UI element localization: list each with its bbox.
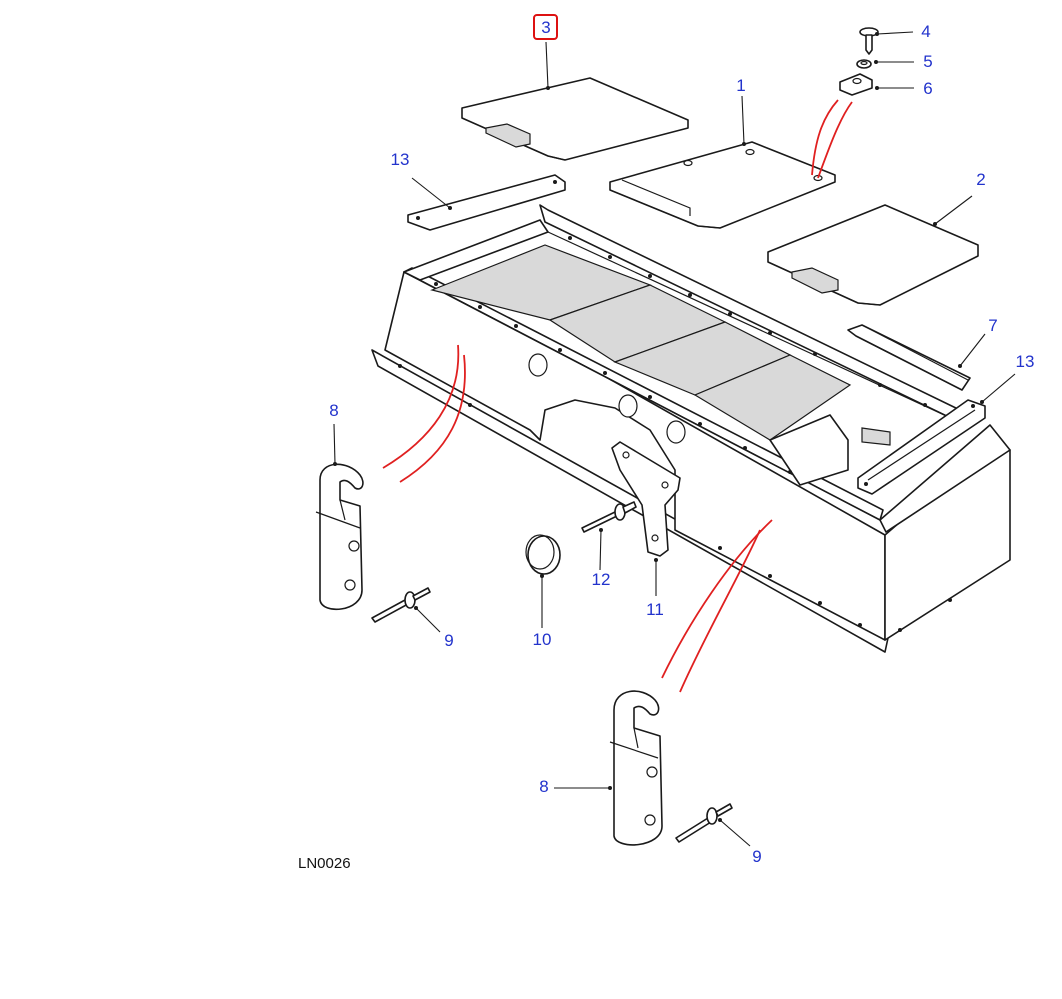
callout-8-bottom[interactable]: 8 (539, 777, 548, 796)
blanking-plug-10 (525, 534, 561, 575)
channel-7 (847, 324, 971, 391)
bolt-12 (581, 501, 637, 533)
rim-rivets (398, 236, 952, 632)
callout-2[interactable]: 2 (976, 170, 985, 189)
callout-9-left[interactable]: 9 (444, 631, 453, 650)
bracket-11 (611, 441, 681, 557)
lid-panel-2 (767, 204, 979, 306)
fixing-screw-4 (859, 27, 879, 55)
strap-13-right (857, 399, 986, 495)
callout-12[interactable]: 12 (592, 570, 611, 589)
callout-4[interactable]: 4 (921, 22, 930, 41)
lid-panel-1 (609, 141, 836, 229)
callout-10[interactable]: 10 (533, 630, 552, 649)
strap-13-top (407, 174, 566, 231)
callout-9-bottom[interactable]: 9 (752, 847, 761, 866)
callout-3[interactable]: 3 (541, 18, 550, 37)
callout-5[interactable]: 5 (923, 52, 932, 71)
callout-8-left[interactable]: 8 (329, 401, 338, 420)
washer-5 (856, 59, 872, 69)
assembly-arrows (382, 99, 853, 693)
callout-11[interactable]: 11 (646, 600, 664, 619)
callout-13-right[interactable]: 13 (1016, 352, 1035, 371)
seat-box-frame (371, 204, 1011, 653)
selected-callout-highlight (533, 14, 558, 40)
rivet-9-left (371, 587, 431, 623)
clip-6 (839, 73, 873, 96)
callout-6[interactable]: 6 (923, 79, 932, 98)
hinge-8-left (315, 463, 364, 611)
hinge-8-bottom (609, 690, 663, 846)
rivet-9-bottom (675, 803, 733, 843)
leader-lines (333, 31, 1016, 847)
callout-1[interactable]: 1 (736, 76, 745, 95)
drawing-reference-code: LN0026 (298, 855, 351, 872)
callout-7[interactable]: 7 (988, 316, 997, 335)
callout-labels: 3 4 5 6 1 13 2 7 13 8 9 10 12 11 8 9 (329, 18, 1034, 866)
callout-13-top[interactable]: 13 (391, 150, 410, 169)
lid-panel-3 (461, 77, 689, 161)
